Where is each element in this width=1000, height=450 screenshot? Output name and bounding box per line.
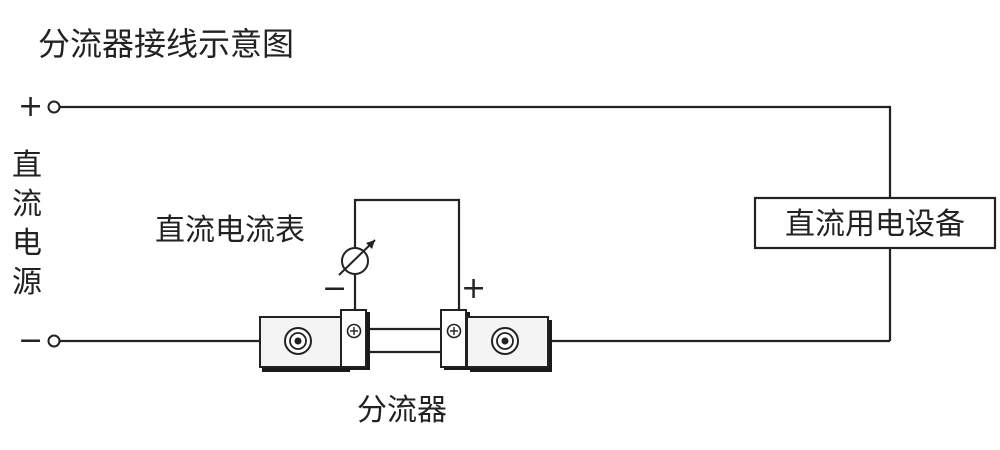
source-plus-terminal (47, 100, 61, 114)
shunt-left-screw-icon (346, 323, 362, 339)
load-box (753, 196, 997, 250)
source-label-char: 流 (12, 187, 42, 222)
ammeter-arrow-icon (366, 240, 375, 249)
shunt: 分流器 (259, 309, 552, 428)
wires (60, 105, 892, 354)
source-minus-terminal (47, 334, 61, 348)
shunt-right-bolt-icon (491, 327, 519, 355)
source-label-char: 电 (12, 226, 42, 261)
diagram-title: 分流器接线示意图 (38, 25, 294, 63)
ammeter-plus-sign: + (461, 271, 486, 306)
source-label-char: 源 (12, 265, 42, 300)
shunt-right-block (466, 316, 549, 368)
meter-wire (353, 198, 461, 318)
positive-wire (60, 105, 892, 198)
ammeter: 直流电流表 − + (155, 213, 486, 306)
shunt-left-bolt-icon (284, 327, 312, 355)
ammeter-minus-sign: − (322, 271, 347, 306)
shunt-label: 分流器 (357, 393, 447, 428)
source-minus-sign: − (18, 323, 43, 358)
load-label: 直流用电设备 (785, 207, 965, 242)
ammeter-label: 直流电流表 (155, 213, 305, 248)
shunt-right-post (440, 309, 467, 368)
shunt-left-post (340, 309, 367, 368)
source-label: 直 流 电 源 (12, 148, 42, 300)
load-device: 直流用电设备 (753, 196, 997, 250)
shunt-right-screw-icon (446, 323, 462, 339)
source-label-char: 直 (12, 148, 42, 183)
source-plus-sign: + (18, 89, 43, 124)
